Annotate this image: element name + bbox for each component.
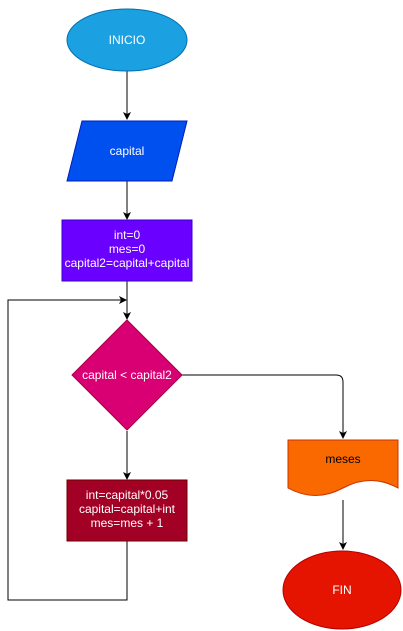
output-document: [287, 439, 399, 496]
connector-loop-back: [7, 296, 128, 601]
output-label: meses: [325, 452, 360, 466]
input-parallelogram: [66, 120, 188, 182]
end-ellipse: [282, 550, 402, 630]
init-node[interactable]: int=0 mes=0 capital2=capital+capital: [61, 219, 193, 282]
input-node[interactable]: capital: [66, 120, 188, 182]
init-line-2: mes=0: [109, 242, 146, 256]
process-line-1: int=capital*0.05: [86, 488, 169, 502]
start-node[interactable]: INICIO: [66, 8, 188, 72]
process-line-3: mes=mes + 1: [91, 516, 164, 530]
start-ellipse: [66, 8, 188, 72]
decision-label: capital < capital2: [82, 368, 172, 382]
init-line-3: capital2=capital+capital: [65, 256, 190, 270]
process-node[interactable]: int=capital*0.05 capital=capital+int mes…: [66, 479, 188, 542]
output-node[interactable]: meses: [287, 439, 399, 496]
connector-decision-to-output: [182, 374, 347, 439]
process-rect: [66, 479, 188, 542]
init-line-1: int=0: [114, 228, 141, 242]
end-node[interactable]: FIN: [282, 550, 402, 630]
start-label: INICIO: [109, 33, 146, 47]
init-rect: [61, 219, 193, 282]
connectors: [7, 71, 347, 601]
process-line-2: capital=capital+int: [79, 502, 176, 516]
input-label: capital: [110, 144, 145, 158]
decision-diamond: [71, 319, 183, 431]
end-label: FIN: [332, 583, 351, 597]
decision-node[interactable]: capital < capital2: [71, 319, 183, 431]
